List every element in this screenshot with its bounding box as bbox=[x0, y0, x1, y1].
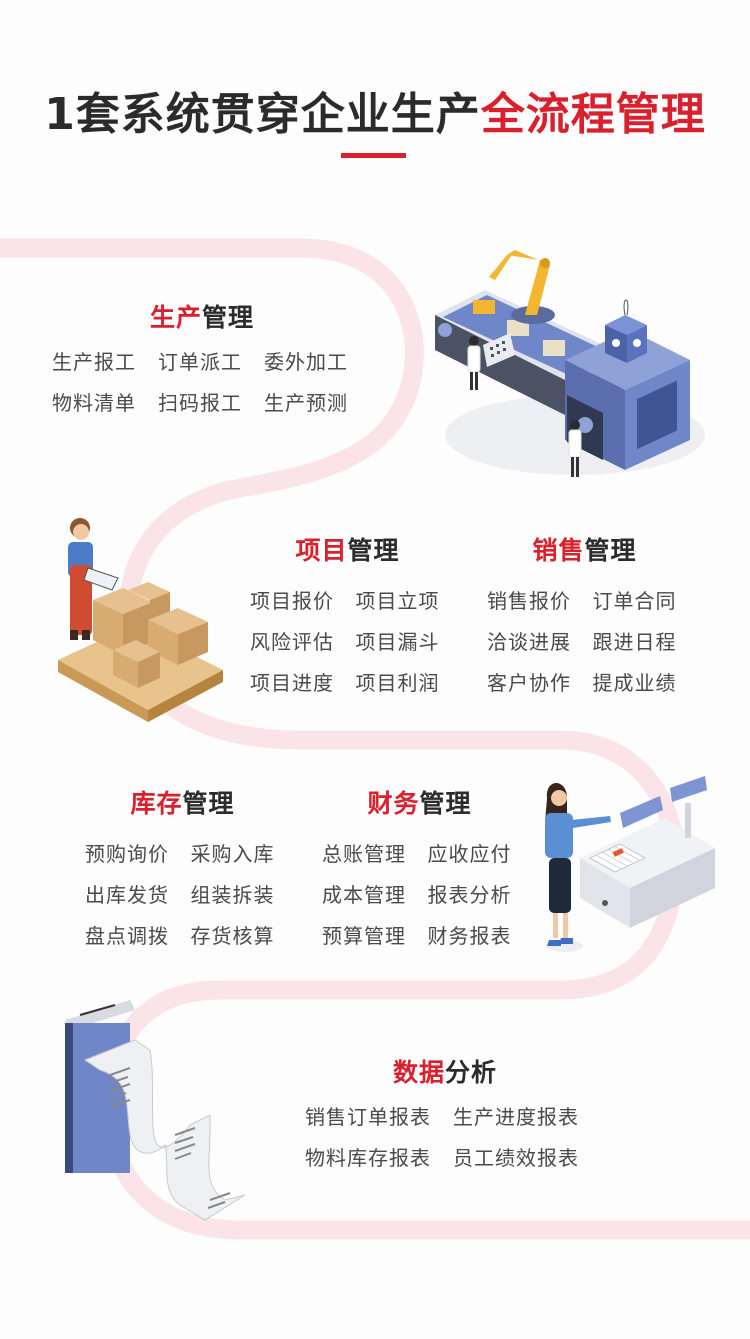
title-highlight: 数据 bbox=[392, 1058, 445, 1087]
title-highlight: 库存 bbox=[130, 789, 183, 818]
headline-highlight: 全流程管理 bbox=[480, 89, 706, 140]
module-item[interactable]: 提成业绩 bbox=[592, 671, 677, 695]
module-item[interactable]: 风险评估 bbox=[250, 630, 334, 654]
module-item[interactable]: 组装拆装 bbox=[190, 883, 275, 907]
module-item[interactable]: 项目漏斗 bbox=[355, 630, 440, 654]
title-highlight: 生产 bbox=[149, 303, 202, 332]
module-item[interactable]: 项目立项 bbox=[355, 589, 440, 613]
module-item[interactable]: 洽谈进展 bbox=[487, 630, 571, 654]
module-title: 销售管理 bbox=[487, 531, 682, 567]
title-rest: 管理 bbox=[419, 789, 472, 818]
module-item[interactable]: 成本管理 bbox=[322, 883, 406, 907]
module-item[interactable]: 生产报工 bbox=[52, 350, 136, 374]
module-item[interactable]: 订单合同 bbox=[592, 589, 677, 613]
title-rest: 管理 bbox=[182, 789, 235, 818]
module-item[interactable]: 员工绩效报表 bbox=[453, 1146, 579, 1170]
cashier-register-illustration bbox=[545, 776, 715, 952]
title-rest: 分析 bbox=[445, 1058, 498, 1087]
module-inventory: 库存管理 预购询价 采购入库 出库发货 组装拆装 盘点调拨 存货核算 bbox=[85, 784, 280, 949]
module-item[interactable]: 报表分析 bbox=[427, 883, 512, 907]
module-item[interactable]: 订单派工 bbox=[158, 350, 242, 374]
module-item[interactable]: 客户协作 bbox=[487, 671, 571, 695]
module-item[interactable]: 应收应付 bbox=[427, 842, 512, 866]
module-item[interactable]: 物料清单 bbox=[52, 391, 136, 415]
module-item[interactable]: 项目报价 bbox=[250, 589, 334, 613]
module-item[interactable]: 存货核算 bbox=[190, 924, 275, 948]
page-headline: 1套系统贯穿企业生产全流程管理 bbox=[0, 78, 750, 142]
module-item[interactable]: 财务报表 bbox=[427, 924, 512, 948]
title-rest: 管理 bbox=[584, 536, 637, 565]
factory-production-line-illustration bbox=[435, 250, 705, 477]
headline-prefix: 1套系统贯穿企业生产 bbox=[44, 89, 481, 140]
module-sales: 销售管理 销售报价 订单合同 洽谈进展 跟进日程 客户协作 提成业绩 bbox=[487, 531, 682, 696]
title-highlight: 财务 bbox=[367, 789, 420, 818]
module-title: 项目管理 bbox=[250, 531, 445, 567]
title-rest: 管理 bbox=[202, 303, 255, 332]
module-item[interactable]: 出库发货 bbox=[85, 883, 169, 907]
module-item[interactable]: 项目进度 bbox=[250, 671, 334, 695]
module-item[interactable]: 生产预测 bbox=[264, 391, 348, 415]
module-project: 项目管理 项目报价 项目立项 风险评估 项目漏斗 项目进度 项目利润 bbox=[250, 531, 445, 696]
module-production: 生产管理 生产报工 订单派工 委外加工 物料清单 扫码报工 生产预测 bbox=[52, 298, 352, 416]
phone-receipt-report-illustration bbox=[65, 1000, 246, 1221]
title-highlight: 项目 bbox=[295, 536, 348, 565]
module-item[interactable]: 总账管理 bbox=[322, 842, 406, 866]
title-highlight: 销售 bbox=[532, 536, 585, 565]
module-title: 生产管理 bbox=[52, 298, 352, 334]
module-title: 库存管理 bbox=[85, 784, 280, 820]
module-item[interactable]: 销售订单报表 bbox=[305, 1105, 431, 1129]
headline-underline bbox=[341, 153, 406, 158]
module-title: 财务管理 bbox=[322, 784, 517, 820]
module-item[interactable]: 销售报价 bbox=[487, 589, 571, 613]
module-data-analysis: 数据分析 销售订单报表 生产进度报表 物料库存报表 员工绩效报表 bbox=[305, 1053, 585, 1171]
module-item[interactable]: 预购询价 bbox=[85, 842, 169, 866]
module-item[interactable]: 采购入库 bbox=[190, 842, 275, 866]
module-item[interactable]: 扫码报工 bbox=[158, 391, 242, 415]
module-finance: 财务管理 总账管理 应收应付 成本管理 报表分析 预算管理 财务报表 bbox=[322, 784, 517, 949]
module-item[interactable]: 项目利润 bbox=[355, 671, 440, 695]
module-title: 数据分析 bbox=[305, 1053, 585, 1089]
module-item[interactable]: 生产进度报表 bbox=[453, 1105, 579, 1129]
module-item[interactable]: 预算管理 bbox=[322, 924, 406, 948]
module-item[interactable]: 跟进日程 bbox=[592, 630, 677, 654]
module-item[interactable]: 委外加工 bbox=[264, 350, 348, 374]
warehouse-worker-boxes-illustration bbox=[58, 518, 223, 722]
title-rest: 管理 bbox=[347, 536, 400, 565]
module-item[interactable]: 盘点调拨 bbox=[85, 924, 169, 948]
module-item[interactable]: 物料库存报表 bbox=[305, 1146, 431, 1170]
